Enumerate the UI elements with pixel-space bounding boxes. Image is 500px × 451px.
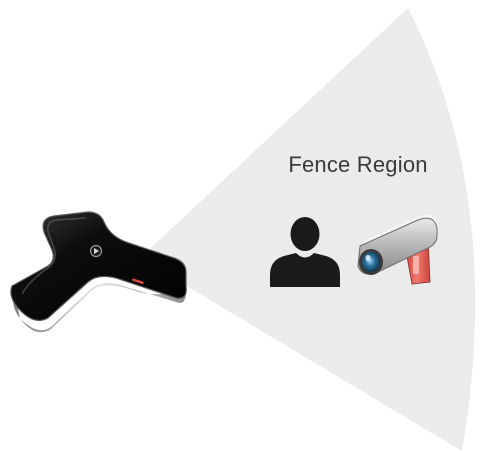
conference-speakerphone-icon — [11, 212, 186, 332]
fence-region-label: Fence Region — [268, 152, 448, 178]
